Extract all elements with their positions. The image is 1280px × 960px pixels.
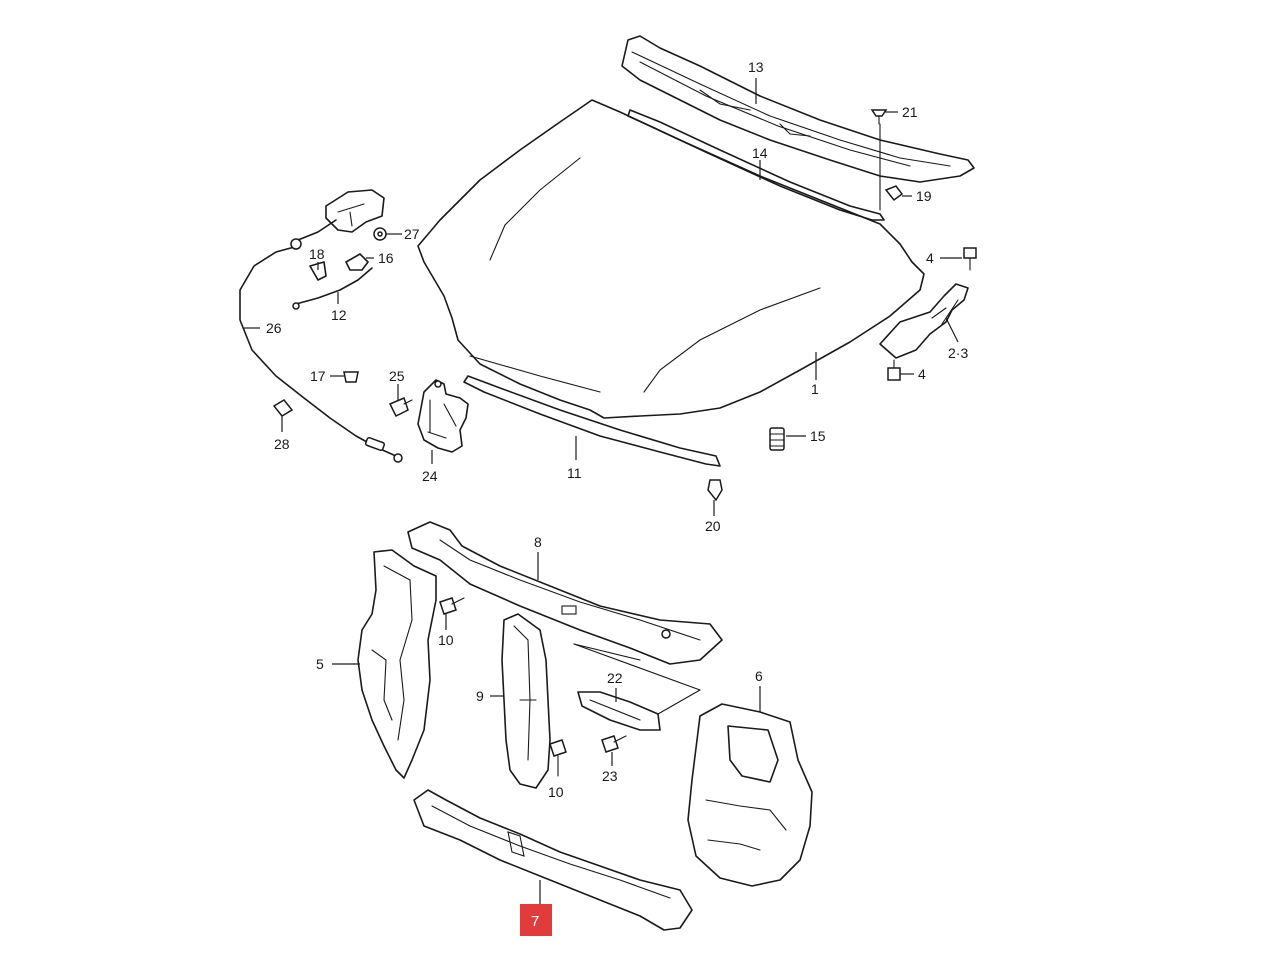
callout-20[interactable]: 20 — [705, 518, 721, 534]
clip-20[interactable] — [707, 479, 723, 502]
callout-26[interactable]: 26 — [266, 320, 282, 336]
cushion-15[interactable] — [769, 427, 785, 451]
part-11-seal-strip[interactable] — [463, 375, 721, 467]
callout-10-upper[interactable]: 10 — [438, 632, 454, 648]
part-8-upper-member[interactable] — [407, 521, 723, 665]
part-9-center-brace[interactable] — [501, 613, 551, 789]
callout-22[interactable]: 22 — [607, 670, 623, 686]
callout-17[interactable]: 17 — [310, 368, 326, 384]
callout-5[interactable]: 5 — [316, 656, 324, 672]
bolt-10-upper[interactable] — [439, 597, 465, 615]
part-12-rod[interactable] — [292, 267, 373, 310]
bolt-23[interactable] — [601, 735, 627, 753]
part-18-clip[interactable] — [309, 261, 327, 281]
callout-25[interactable]: 25 — [389, 368, 405, 384]
callout-7-box — [520, 904, 552, 936]
callout-2-3[interactable]: 2·3 — [948, 345, 968, 361]
part-2-3-hood-hinge[interactable] — [879, 283, 969, 359]
callout-14[interactable]: 14 — [752, 145, 768, 161]
bolt-27[interactable] — [373, 227, 387, 241]
part-26-release-cable[interactable] — [239, 219, 403, 463]
callout-19[interactable]: 19 — [916, 188, 932, 204]
bolt-4-upper[interactable] — [963, 247, 977, 271]
bolt-10-lower[interactable] — [549, 739, 567, 777]
release-handle[interactable] — [325, 189, 385, 233]
part-5-left-side-member[interactable] — [357, 549, 437, 779]
callout-27[interactable]: 27 — [404, 226, 420, 242]
callout-4-upper[interactable]: 4 — [926, 250, 934, 266]
part-22-bracket[interactable] — [577, 691, 661, 731]
fastener-19[interactable] — [884, 185, 904, 202]
part-16-clip[interactable] — [345, 253, 369, 271]
callout-11[interactable]: 11 — [567, 465, 582, 481]
callout-9[interactable]: 9 — [476, 688, 484, 704]
callout-8[interactable]: 8 — [534, 534, 542, 550]
callout-15[interactable]: 15 — [810, 428, 826, 444]
callout-18[interactable]: 18 — [309, 246, 325, 262]
clip-28[interactable] — [272, 399, 294, 417]
callout-1[interactable]: 1 — [811, 381, 819, 397]
callout-13[interactable]: 13 — [748, 59, 764, 75]
bolt-25[interactable] — [388, 396, 413, 418]
callout-12[interactable]: 12 — [331, 307, 347, 323]
callout-labels: 13 21 14 19 27 18 16 4 12 26 2·3 17 25 4… — [266, 59, 968, 800]
callout-23[interactable]: 23 — [602, 768, 618, 784]
leader-lines — [244, 78, 962, 904]
callout-24[interactable]: 24 — [422, 468, 438, 484]
callout-7-highlighted[interactable]: 7 — [520, 904, 552, 936]
bumper-17[interactable] — [343, 371, 359, 383]
callout-28[interactable]: 28 — [274, 436, 290, 452]
callout-4-lower[interactable]: 4 — [918, 366, 926, 382]
part-7-lower-member[interactable] — [413, 789, 693, 931]
part-6-right-side-member[interactable] — [687, 703, 813, 887]
bolt-4-lower[interactable] — [887, 359, 901, 381]
callout-10-lower[interactable]: 10 — [548, 784, 564, 800]
callout-7: 7 — [531, 913, 539, 930]
callout-21[interactable]: 21 — [902, 104, 918, 120]
part-13-cowl-panel[interactable] — [621, 35, 975, 183]
fastener-21[interactable] — [870, 109, 888, 125]
part-1-hood[interactable] — [417, 99, 925, 419]
callout-6[interactable]: 6 — [755, 668, 763, 684]
callout-16[interactable]: 16 — [378, 250, 394, 266]
part-24-hood-lock[interactable] — [417, 379, 469, 453]
